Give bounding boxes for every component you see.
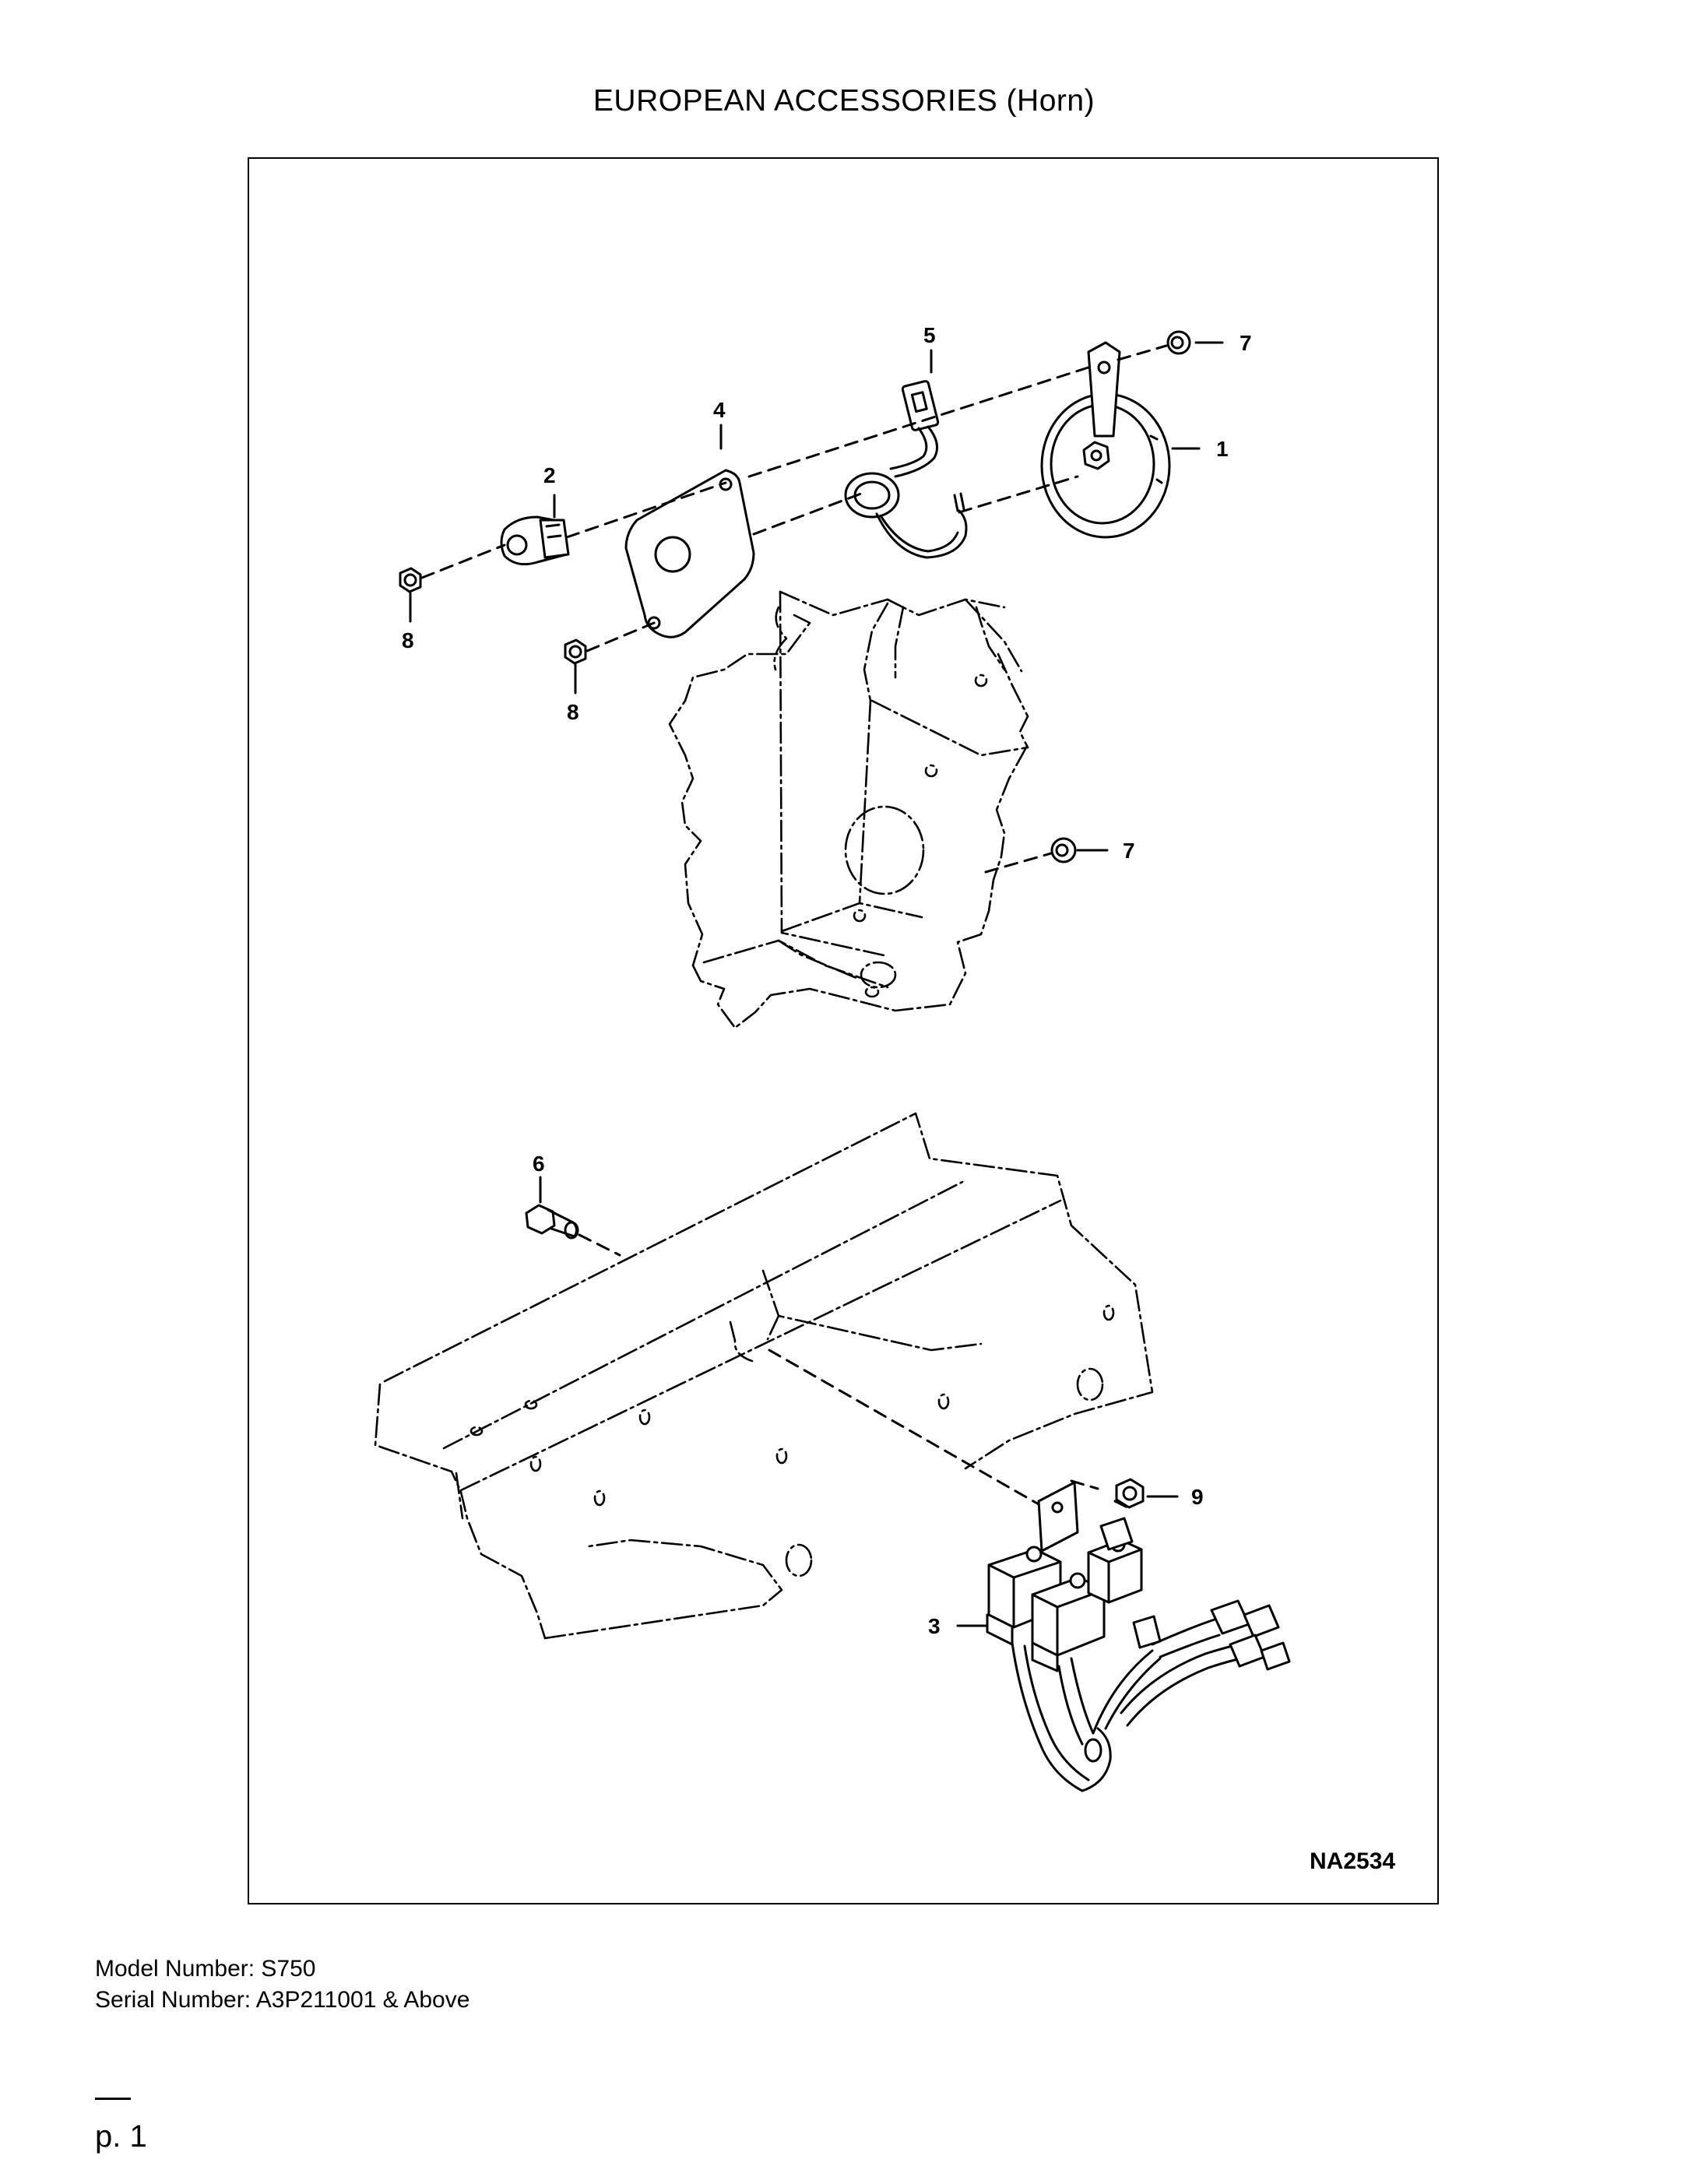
assembly-lines-upper	[420, 344, 1168, 874]
callout-8b: 8	[567, 700, 579, 724]
callout-6: 6	[533, 1152, 545, 1176]
diagram-frame	[248, 157, 1439, 1904]
callout-5: 5	[923, 323, 936, 347]
nut-8b	[564, 638, 587, 665]
nut-7a	[1166, 330, 1191, 355]
bolt	[525, 1204, 579, 1240]
nut-9	[1115, 1478, 1145, 1509]
relay-harness	[986, 1481, 1291, 1792]
page-number-rule	[95, 2098, 131, 2100]
callout-7b: 7	[1123, 839, 1135, 863]
model-number: Model Number: S750	[95, 1956, 316, 1982]
horn	[1040, 341, 1171, 539]
serial-number: Serial Number: A3P211001 & Above	[95, 1987, 470, 2013]
assembly-lines-lower	[578, 1233, 1129, 1509]
horn-connector-harness	[844, 380, 968, 559]
nut-8a	[399, 567, 422, 593]
callout-7a: 7	[1240, 331, 1252, 355]
callout-2: 2	[543, 463, 556, 487]
callout-1: 1	[1216, 437, 1229, 461]
frame-rail-lower	[374, 1112, 1154, 1640]
horn-mounting-plate	[624, 469, 755, 638]
callout-9: 9	[1191, 1485, 1204, 1509]
drawing-code: NA2534	[1310, 1848, 1395, 1874]
page-title: EUROPEAN ACCESSORIES (Horn)	[593, 84, 1095, 118]
leader-lines	[409, 341, 1224, 1627]
horn-bracket-clip	[500, 515, 570, 566]
callout-8a: 8	[402, 628, 414, 652]
callout-4: 4	[713, 398, 726, 422]
page-number: p. 1	[95, 2119, 147, 2154]
callout-3: 3	[928, 1614, 941, 1638]
nut-7b	[1050, 837, 1077, 863]
frame-section-upper	[668, 590, 1029, 1029]
